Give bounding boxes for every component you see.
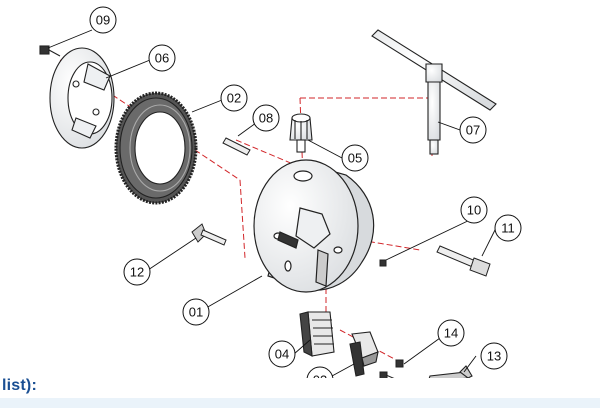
part-08-pin [222, 137, 251, 156]
part-11-bolt [436, 245, 491, 277]
callout-02-circle [220, 84, 248, 112]
part-06-back-plate [49, 47, 115, 149]
callout-09-circle [89, 6, 117, 34]
callout-circles [89, 6, 522, 380]
callout-02-label: 02 [227, 91, 241, 106]
callout-13-circle [480, 342, 508, 370]
callout-11-circle [494, 214, 522, 242]
part-01-chuck-body [253, 159, 375, 293]
callout-08-label: 08 [259, 111, 273, 126]
callout-13-label: 13 [487, 349, 501, 364]
part-05-pinion [289, 113, 313, 153]
callout-07-circle [459, 116, 487, 144]
callout-05-circle [341, 144, 369, 172]
part-09-screw [39, 45, 61, 57]
part-12-bolt [191, 223, 227, 246]
callout-11-label: 11 [501, 221, 515, 236]
callout-12-label: 12 [130, 265, 144, 280]
footer-strip [0, 398, 600, 408]
callout-03-label: 03 [313, 373, 327, 381]
assembly-axis-lines [59, 59, 433, 363]
callout-04-label: 04 [275, 347, 289, 362]
parts-list-heading: list): [2, 377, 37, 394]
callout-06-circle [148, 44, 176, 72]
part-04-jaw [299, 311, 335, 357]
callout-08-circle [252, 104, 280, 132]
callout-10-circle [460, 196, 488, 224]
callout-10-label: 10 [467, 203, 481, 218]
callout-01-circle [182, 298, 210, 326]
callout-05-label: 05 [348, 151, 362, 166]
callout-labels: 09 06 02 08 05 07 10 11 12 01 04 03 14 1… [96, 13, 515, 381]
part-10-set-screw [379, 259, 387, 267]
callout-01-label: 01 [189, 305, 203, 320]
part-14-screws [379, 359, 404, 380]
callout-14-label: 14 [444, 326, 458, 341]
callout-09-label: 09 [96, 13, 110, 28]
exploded-parts-diagram: 09 06 02 08 05 07 10 11 12 01 04 03 14 1… [39, 6, 522, 381]
callout-07-label: 07 [466, 123, 480, 138]
callout-04-circle [268, 340, 296, 368]
callout-14-circle [437, 319, 465, 347]
callout-03-circle [306, 366, 334, 380]
callout-12-circle [123, 258, 151, 286]
callout-06-label: 06 [155, 51, 169, 66]
part-07-chuck-key [371, 29, 497, 155]
part-03-jaw [349, 331, 379, 377]
part-02-scroll-gear [114, 91, 198, 205]
